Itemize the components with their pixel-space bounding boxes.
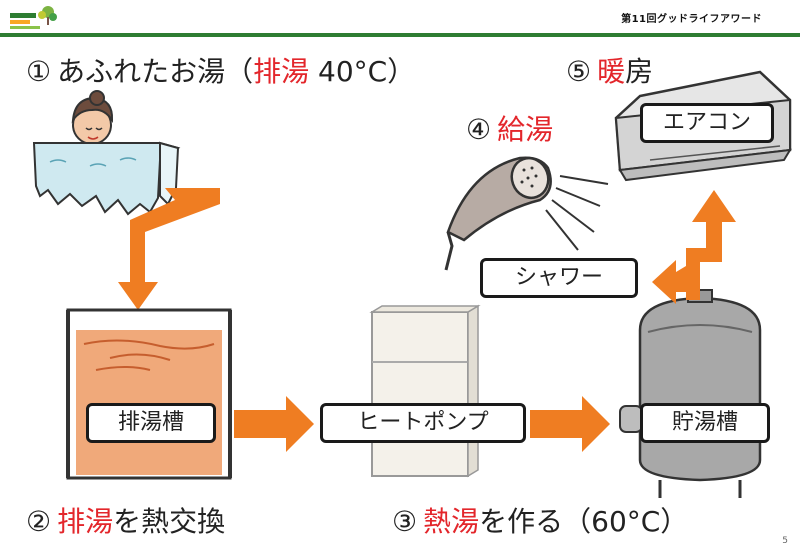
arrow-drain-to-heatpump <box>234 396 314 452</box>
arrow-storage-to-shower-aircon <box>652 190 736 304</box>
arrow-heatpump-to-storage <box>530 396 610 452</box>
shower-label: シャワー <box>480 258 638 298</box>
header-divider <box>0 33 800 37</box>
bathtub-illustration <box>32 90 181 216</box>
arrow-bath-to-drain <box>118 188 220 310</box>
page-number: 5 <box>782 536 788 546</box>
storage-tank-illustration <box>619 289 762 498</box>
shower-head-illustration <box>444 156 609 271</box>
heat-pump-label: ヒートポンプ <box>320 403 526 443</box>
header-bar <box>0 0 800 34</box>
aircon-label: エアコン <box>640 103 774 143</box>
drain-tank-label: 排湯槽 <box>86 403 216 443</box>
storage-tank-label: 貯湯槽 <box>640 403 770 443</box>
drain-tank-illustration <box>66 308 232 480</box>
goodlife-award-logo <box>10 6 57 29</box>
heat-pump-illustration <box>369 304 481 478</box>
header-title: 第11回グッドライフアワード <box>621 14 762 25</box>
